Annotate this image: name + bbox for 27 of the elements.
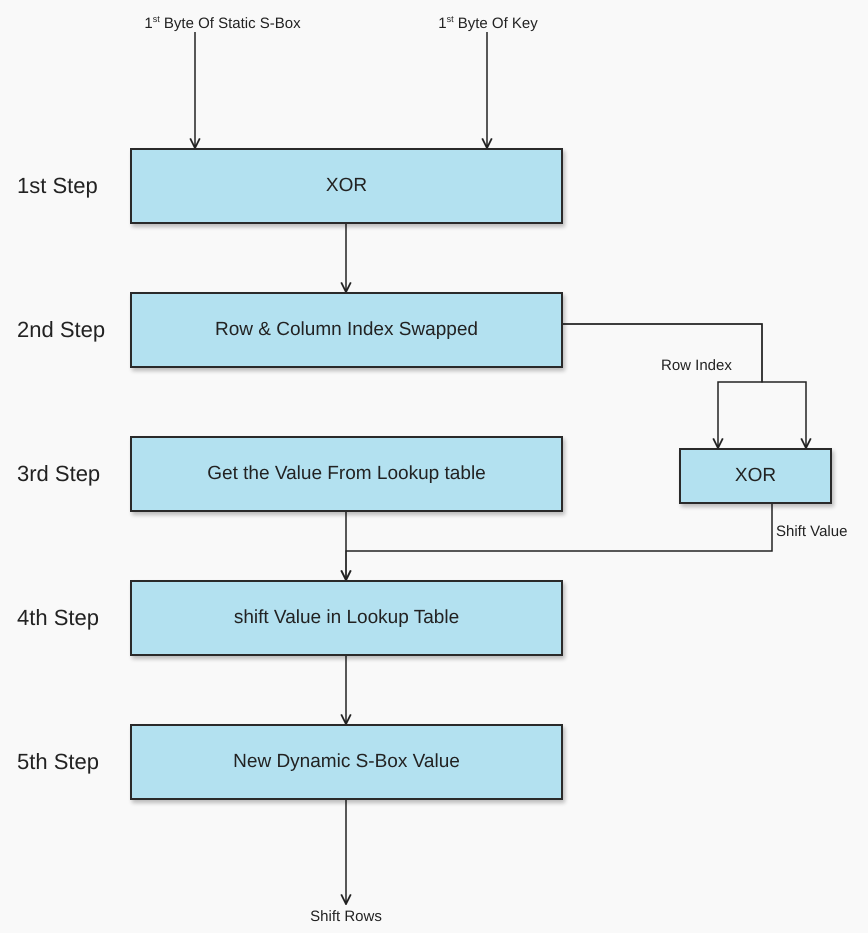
- output-label: Shift Rows: [295, 904, 397, 926]
- box-label: New Dynamic S-Box Value: [233, 751, 460, 773]
- box-label: Row & Column Index Swapped: [215, 319, 478, 341]
- arrow: [340, 504, 773, 581]
- step-label: 5th Step: [17, 749, 99, 775]
- box-label: XOR: [734, 465, 776, 487]
- box-label: Get the Value From Lookup table: [207, 463, 486, 485]
- arrow: [340, 800, 352, 905]
- process-box: [130, 436, 563, 512]
- process-box: [130, 148, 563, 224]
- box-label: shift Value in Lookup Table: [234, 607, 460, 629]
- step-label: 3rd Step: [17, 461, 100, 487]
- input-label: 1$^{st}$ Byte Of Key: [428, 6, 548, 32]
- process-box: [130, 292, 563, 368]
- arrow: [340, 224, 352, 293]
- step-label: 4th Step: [17, 605, 99, 631]
- process-box: [130, 580, 563, 656]
- step-label: 2nd Step: [17, 317, 106, 343]
- input-label: 1$^{st}$ Byte Of Static S-Box: [120, 6, 325, 32]
- step-label: 1st Step: [17, 173, 98, 199]
- arrow: [481, 32, 493, 149]
- process-box: [130, 724, 563, 800]
- arrow: [340, 656, 352, 725]
- arrow: [189, 32, 201, 149]
- arrow: [563, 323, 812, 449]
- box-label: XOR: [326, 175, 368, 197]
- process-box: [679, 448, 832, 504]
